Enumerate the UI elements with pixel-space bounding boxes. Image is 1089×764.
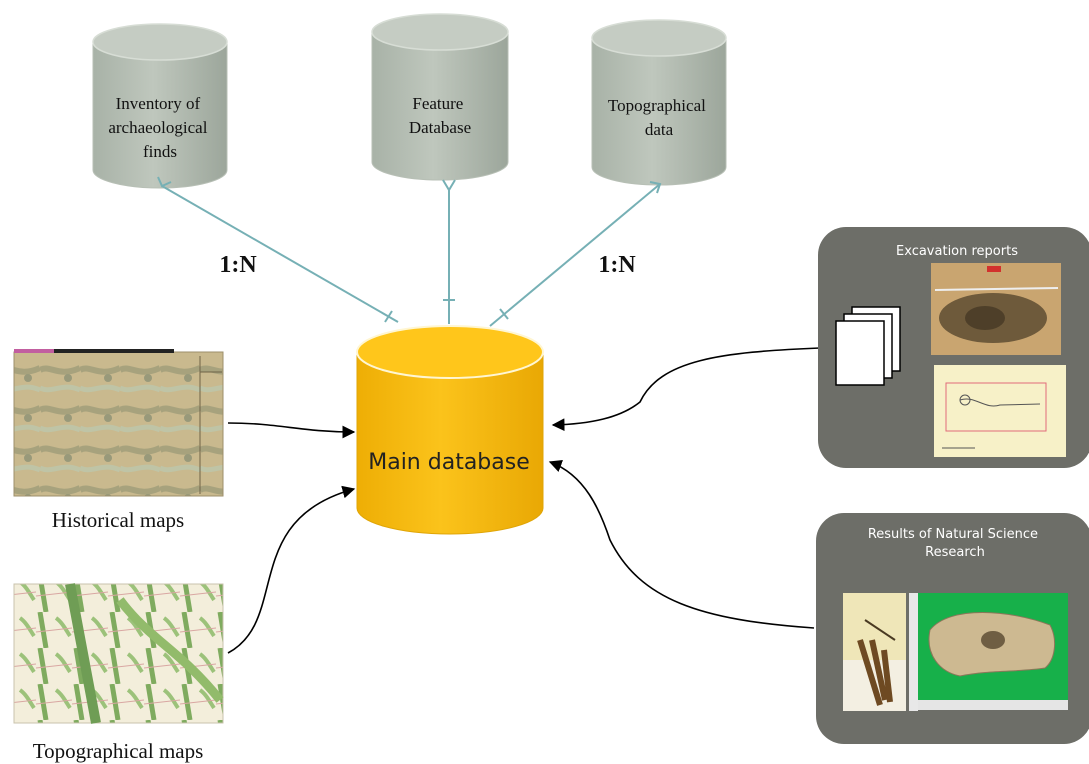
db-inventory-label-line3: finds (143, 142, 177, 161)
topographical-map-image (13, 583, 224, 724)
svg-text:Inventory of archaeologi: Inventory of archaeological finds (108, 94, 211, 161)
bar-topo-main (499, 308, 509, 320)
ruler-strip (909, 593, 918, 711)
excavation-photo (931, 263, 1061, 355)
db-feature-label-line1: Feature (412, 94, 463, 113)
connector-inventory-main (161, 185, 399, 323)
connector-topo-main (489, 183, 661, 327)
data-flow-arrows (227, 347, 821, 654)
excavation-reports-title: Excavation reports (896, 244, 1018, 259)
svg-text:Topographical data: Topographical data (608, 96, 710, 139)
db-inventory-cylinder: Inventory of archaeological finds (92, 23, 228, 189)
crowfoot-inventory (157, 176, 172, 188)
natural-science-title-line2: Research (925, 545, 985, 560)
bar-inventory-main (384, 310, 393, 323)
document-stack-icon (835, 306, 901, 386)
excavation-drawing (934, 365, 1066, 457)
db-feature-label-line2: Database (409, 118, 471, 137)
arrow-historical-to-main (227, 422, 356, 439)
db-topographical-data-cylinder: Topographical data (591, 19, 727, 186)
relation-label-right: 1:N (598, 252, 636, 278)
arrow-science-to-main (548, 460, 815, 629)
svg-text:Feature Database: Feature Database (409, 94, 471, 137)
db-inventory-label-line2: archaeological (108, 118, 207, 137)
historical-map-image (13, 349, 224, 497)
arrow-excavation-to-main (551, 347, 821, 432)
crowfoot-topo (649, 181, 662, 194)
main-database-label: Main database (368, 450, 530, 475)
arrow-topo-to-main (227, 485, 356, 654)
seed-sample-photo (843, 593, 906, 711)
db-inventory-label-line1: Inventory of (116, 94, 201, 113)
db-topo-label-line2: data (645, 120, 674, 139)
natural-science-title-line1: Results of Natural Science (868, 527, 1038, 542)
crowfoot-feature (442, 179, 456, 192)
main-database-cylinder: Main database (356, 325, 544, 535)
relation-label-left: 1:N (219, 252, 257, 278)
relation-connectors (157, 176, 662, 327)
svg-text:Results of Natural Science: Results of Natural Science Research (868, 527, 1042, 560)
db-topo-label-line1: Topographical (608, 96, 706, 115)
excavation-reports-panel: Excavation reports (818, 227, 1089, 468)
db-feature-cylinder: Feature Database (371, 13, 509, 181)
natural-science-panel: Results of Natural Science Research (816, 513, 1089, 744)
topographical-maps-caption: Topographical maps (33, 739, 204, 763)
historical-maps-caption: Historical maps (52, 508, 184, 532)
skull-photo (918, 593, 1068, 710)
